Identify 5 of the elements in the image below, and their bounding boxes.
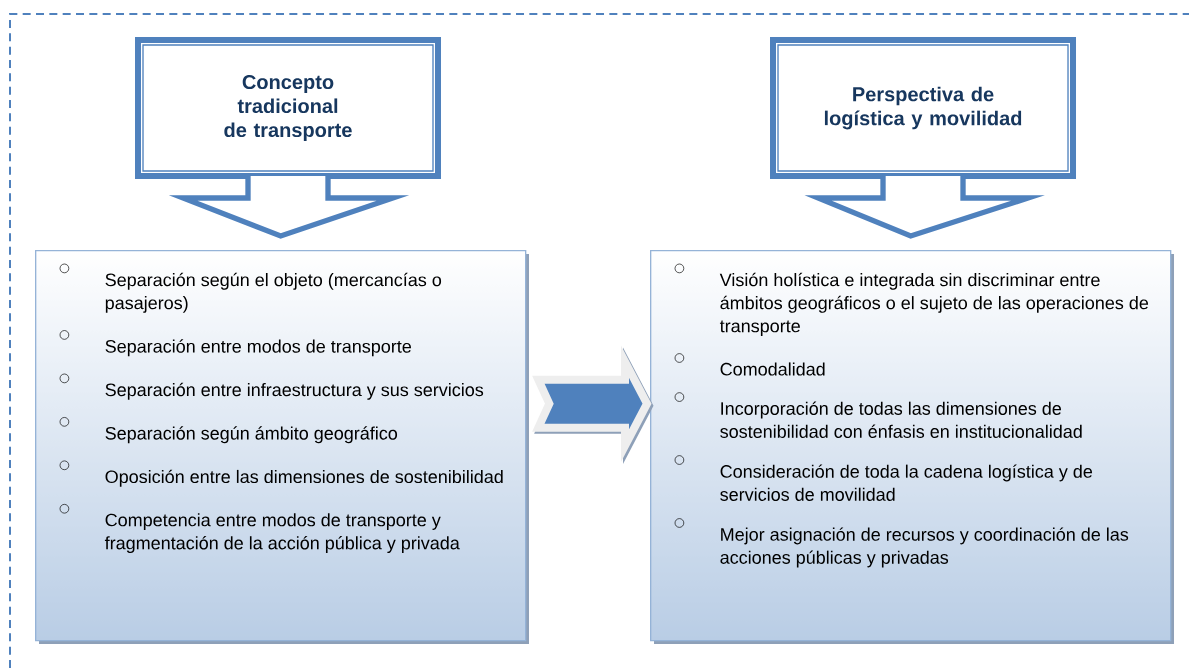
callout-box: Perspectiva de logística y movilidad bbox=[770, 37, 1076, 179]
list-box: Visión holística e integrada sin discriminar entre ámbitos geográficos o el sujeto de las operaciones de transporte Comodalidad Incorporación de todas las dimensiones de sostenibilidad con énfasis en institucionalidad Consideración de toda la cadena logística y de servicios de movilidad Mejor asignación de recursos y coordinación de las acciones públicas y privadas bbox=[650, 250, 1174, 644]
list-box: Separación según el objeto (mercancías o pasajeros) Separación entre modos de transporte Separación entre infraestructura y sus servicios Separación según ámbito geográfico Oposición entre las dimensiones de sostenibilidad Competencia entre modos de transporte y fragmentación de la acción pública y privada bbox=[35, 250, 529, 644]
chevron-arrow bbox=[532, 345, 654, 464]
callout-box: Concepto tradicional de transporte bbox=[135, 37, 441, 179]
